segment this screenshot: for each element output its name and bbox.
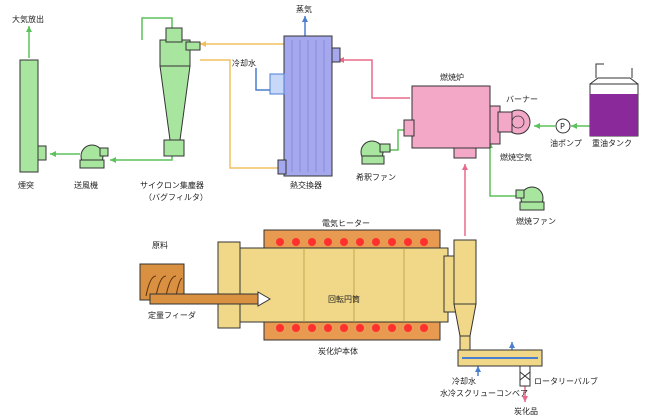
combustion-air-line — [487, 142, 520, 197]
label-combustion-air: 燃焼空気 — [500, 152, 532, 162]
heat-exchanger-icon — [269, 35, 341, 177]
label-combustion-furnace: 燃焼炉 — [440, 72, 464, 82]
burner-icon — [497, 109, 531, 135]
label-cyclone-line1: サイクロン集塵器 — [140, 180, 204, 190]
label-combustion-fan: 燃焼ファン — [516, 216, 556, 226]
label-steam: 蒸気 — [296, 4, 312, 14]
combustion-furnace-icon — [403, 85, 501, 159]
label-screw-conveyor: 水冷スクリューコンベア — [440, 388, 528, 398]
hx-to-cyclone-line — [200, 40, 289, 47]
screw-conveyor-icon — [457, 349, 543, 367]
label-electric-heater: 電気ヒーター — [322, 218, 370, 228]
label-oil-pump: 油ポンプ — [550, 138, 582, 148]
label-quantitative-feeder: 定量フィーダ — [148, 310, 196, 320]
combustion-fan-icon — [515, 186, 545, 211]
heater-dots-top — [276, 238, 428, 246]
cyclone-icon — [159, 27, 201, 157]
pump-symbol: P — [560, 122, 565, 131]
label-chimney: 煙突 — [18, 180, 34, 190]
label-cooling-water-bottom: 冷却水 — [452, 376, 476, 386]
label-raw-material: 原料 — [152, 240, 168, 250]
hx-bottom-to-cyclone-line — [200, 59, 280, 169]
label-rotary-drum: 回転円筒 — [328, 294, 360, 304]
carbonization-kiln-icon — [217, 229, 477, 351]
label-carbonized-product: 炭化品 — [514, 406, 538, 416]
quantitative-feeder-icon — [149, 291, 271, 307]
label-dilution-fan: 希釈ファン — [356, 172, 396, 182]
heavy-oil-tank-icon — [589, 63, 639, 137]
rotary-valve-icon — [519, 365, 531, 387]
chimney — [19, 59, 39, 173]
cyclone-top-line — [141, 17, 173, 40]
dilution-fan-icon — [360, 140, 391, 165]
blower-icon — [79, 144, 109, 169]
label-cooling-water-top: 冷却水 — [232, 58, 256, 68]
furnace-to-hx-line — [338, 57, 410, 99]
label-carbonization-furnace-body: 炭化炉本体 — [318, 346, 358, 356]
label-heavy-oil-tank: 重油タンク — [592, 138, 632, 148]
label-rotary-valve: ロータリーバルブ — [534, 376, 598, 386]
label-cyclone-line2: （バグフィルタ） — [144, 192, 208, 202]
label-burner: バーナー — [506, 95, 538, 104]
label-exhaust: 大気放出 — [12, 14, 44, 24]
oil-pump-icon — [555, 118, 571, 134]
heater-dots-bottom — [276, 324, 428, 332]
cyclone-to-blower-line — [110, 150, 173, 163]
label-heat-exchanger: 熱交換器 — [290, 180, 322, 190]
label-blower: 送風機 — [74, 180, 98, 190]
